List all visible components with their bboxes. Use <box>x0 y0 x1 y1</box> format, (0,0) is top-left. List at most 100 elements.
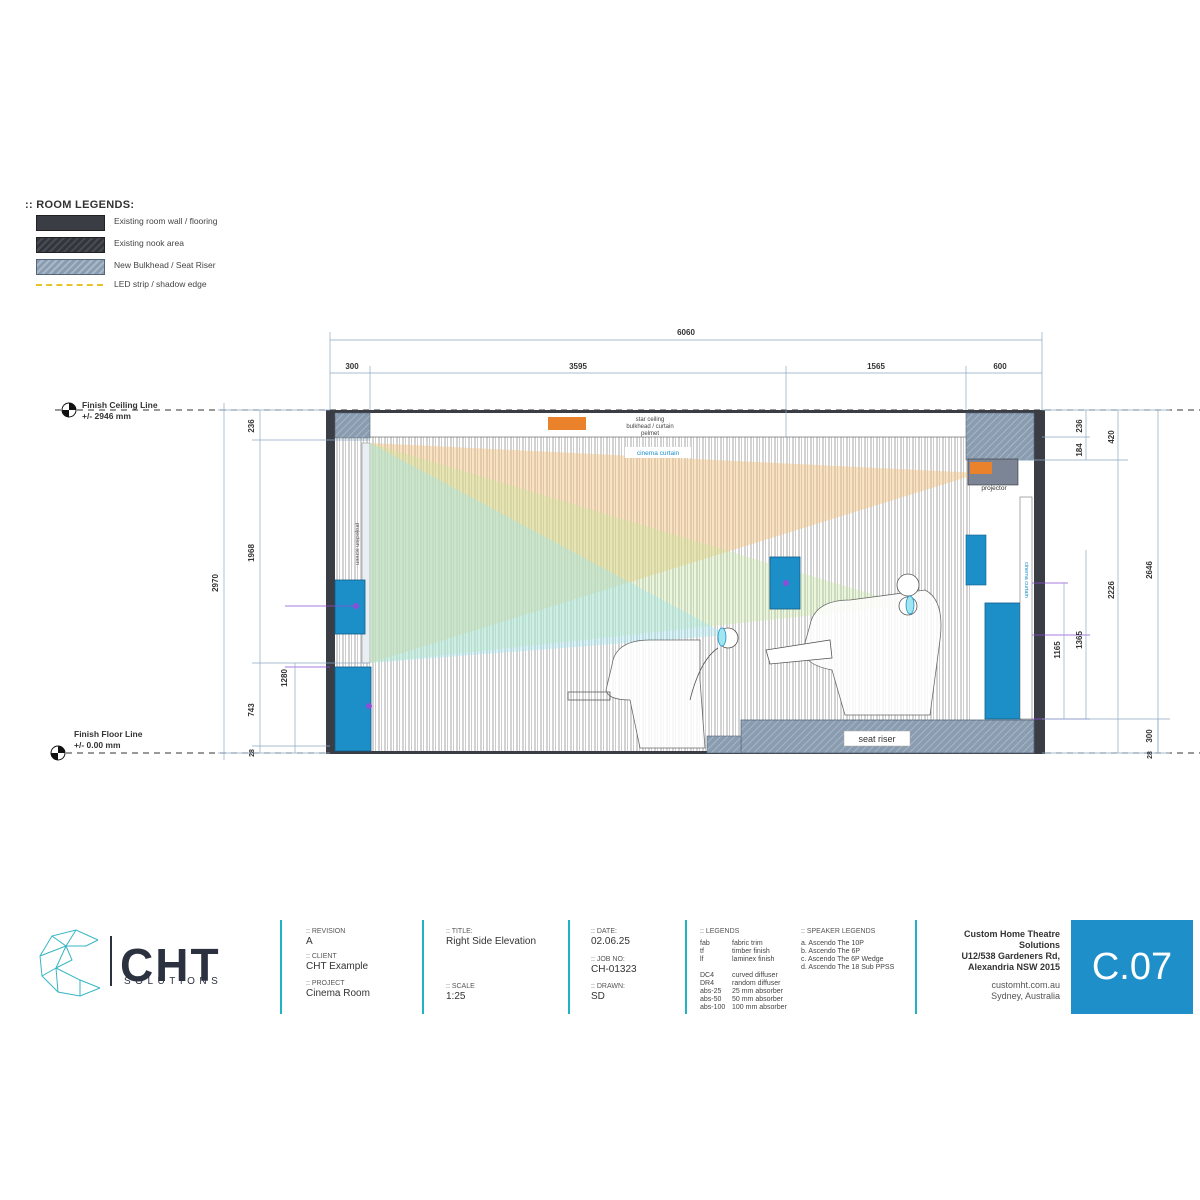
rear-subwoofer <box>984 602 1022 720</box>
cht-logo-icon <box>39 929 101 997</box>
front-bulkhead <box>334 412 371 439</box>
star-ceiling-icon <box>548 417 586 430</box>
client-value: CHT Example <box>306 961 369 972</box>
dim-2646: 2646 <box>1145 561 1154 579</box>
dim-1565: 1565 <box>867 362 885 371</box>
floor-sub: +/- 0.00 mm <box>74 740 121 750</box>
rear-curtain-label: cinema curtain <box>1023 562 1029 598</box>
divider <box>422 920 424 1014</box>
ceiling-zone <box>370 413 966 437</box>
logo-divider <box>110 936 112 986</box>
legends-label: :: LEGENDS <box>700 928 740 935</box>
speaker-marker <box>783 580 789 586</box>
curtain-tag <box>625 447 691 458</box>
legend-label: Existing nook area <box>114 238 184 248</box>
floor-label: Finish Floor Line <box>74 729 143 739</box>
dimensions-right <box>1018 409 1170 754</box>
pelmet-label: pelmet <box>641 431 659 437</box>
elevation-drawing: Finish Ceiling Line +/- 2946 mm Finish F… <box>50 328 1200 761</box>
dim-2970: 2970 <box>211 574 220 592</box>
dim-1968: 1968 <box>247 544 256 562</box>
dim-total: 6060 <box>677 328 695 337</box>
speaker-front-upper <box>334 579 366 635</box>
title-value: Right Side Elevation <box>446 936 537 947</box>
screen-label: projection screen <box>354 523 360 565</box>
date-label: :: DATE: <box>591 928 617 935</box>
wall-swatch <box>36 215 105 231</box>
speaker-legends-label: :: SPEAKER LEGENDS <box>801 928 876 935</box>
divider <box>280 920 282 1014</box>
viewing-angle-front <box>370 443 728 663</box>
rear-row-seat <box>765 573 942 716</box>
dim-743: 743 <box>247 703 256 717</box>
dim-600: 600 <box>993 362 1007 371</box>
job-value: CH-01323 <box>591 964 637 975</box>
dim-236-left: 236 <box>247 419 256 433</box>
projection-cone <box>370 443 980 663</box>
drawn-value: SD <box>591 991 605 1002</box>
sheet-number: C.07 <box>1071 920 1193 1014</box>
dim-28-left: 28 <box>249 749 256 757</box>
dimensions-top <box>329 332 1043 437</box>
date-value: 02.06.25 <box>591 936 630 947</box>
dim-420: 420 <box>1107 430 1116 444</box>
ceiling-slab <box>326 410 1045 413</box>
floor-slab <box>326 751 1045 754</box>
divider <box>915 920 917 1014</box>
dim-236-right: 236 <box>1075 419 1084 433</box>
scale-value: 1:25 <box>446 991 466 1002</box>
client-label: :: CLIENT <box>306 953 337 960</box>
projector-label: projector <box>981 485 1007 492</box>
riser-step <box>706 735 742 754</box>
revision-value: A <box>306 936 313 947</box>
dimensions-left <box>218 403 370 760</box>
rear-curtain <box>1019 496 1033 720</box>
title-label: :: TITLE: <box>446 928 473 935</box>
bulkhead-label: bulkhead / curtain <box>626 424 673 430</box>
rear-bulkhead <box>965 412 1035 461</box>
drawn-label: :: DRAWN: <box>591 983 625 990</box>
room-legends-title: :: ROOM LEGENDS: <box>25 199 135 211</box>
seat-riser-tag <box>843 730 911 747</box>
left-wall <box>326 410 335 753</box>
rear-surround-speaker <box>965 534 987 586</box>
project-label: :: PROJECT <box>306 980 345 987</box>
logo-main: CHT <box>120 939 221 991</box>
scale-label: :: SCALE <box>446 983 475 990</box>
logo-sub: SOLUTIONS <box>124 976 223 987</box>
viewer-eye-front-icon <box>717 627 727 647</box>
divider <box>568 920 570 1014</box>
dim-1165: 1165 <box>1053 641 1062 659</box>
dim-1280: 1280 <box>280 669 289 687</box>
dim-184: 184 <box>1075 443 1084 457</box>
dim-28-right: 28 <box>1147 751 1154 759</box>
speaker-marker <box>366 703 372 709</box>
job-label: :: JOB NO: <box>591 956 625 963</box>
dim-2226: 2226 <box>1107 581 1116 599</box>
revision-label: :: REVISION <box>306 928 346 935</box>
subwoofer-front <box>334 666 372 752</box>
bulkhead-swatch <box>36 259 105 275</box>
star-ceiling-label: star ceiling <box>636 417 665 423</box>
led-swatch <box>36 284 103 286</box>
nook-swatch <box>36 237 105 253</box>
floor-datum-icon <box>50 745 66 761</box>
seat-riser-label: seat riser <box>858 734 895 744</box>
dim-1365: 1365 <box>1075 631 1084 649</box>
ceiling-label: Finish Ceiling Line <box>82 400 158 410</box>
projector-lens <box>970 462 992 474</box>
right-wall <box>1034 410 1045 753</box>
viewer-eye-rear-icon <box>905 595 915 615</box>
legend-label: LED strip / shadow edge <box>114 279 207 289</box>
legend-label: Existing room wall / flooring <box>114 216 218 226</box>
ceiling-datum-icon <box>61 402 77 418</box>
ceiling-sub: +/- 2946 mm <box>82 411 131 421</box>
dim-3595: 3595 <box>569 362 587 371</box>
cinema-curtain-label: cinema curtain <box>637 450 680 457</box>
dim-300: 300 <box>345 362 359 371</box>
